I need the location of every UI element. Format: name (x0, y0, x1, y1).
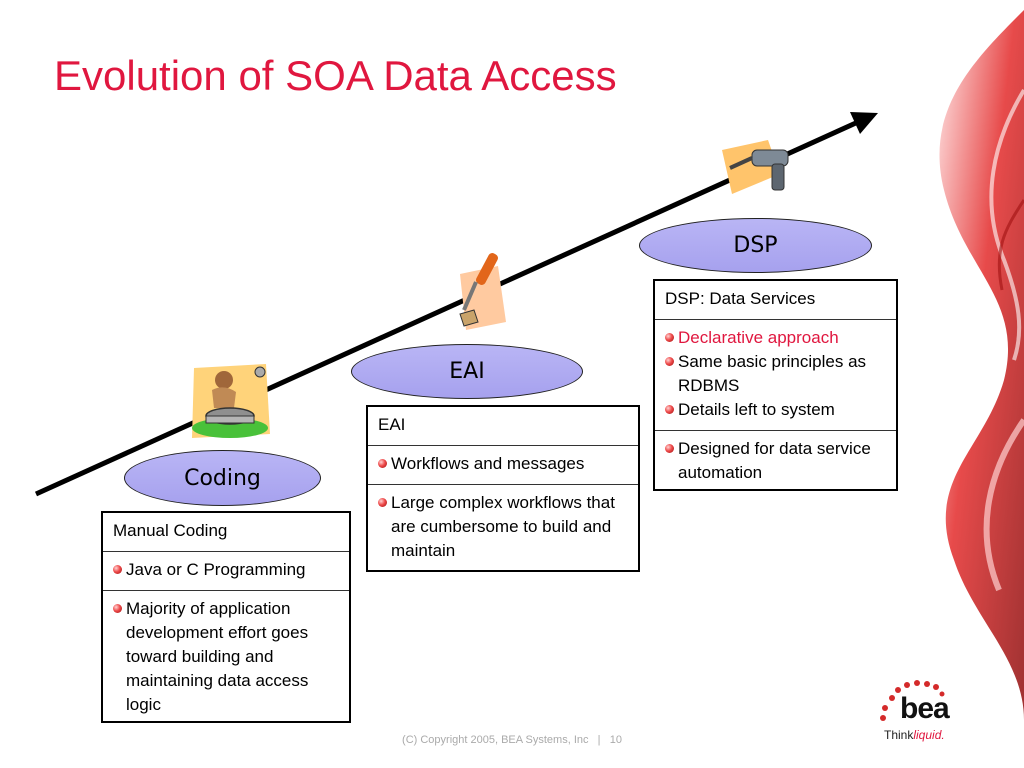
bullet-icon (665, 357, 674, 366)
coding-box: Manual Coding Java or C Programming Majo… (101, 511, 351, 723)
eai-item-text: Workflows and messages (391, 454, 585, 473)
dsp-item-group: Declarative approach Same basic principl… (655, 320, 896, 431)
dsp-item-text: Same basic principles as RDBMS (678, 352, 867, 395)
footer: (C) Copyright 2005, BEA Systems, Inc | 1… (0, 734, 1024, 746)
coding-ellipse: Coding (124, 450, 321, 506)
bullet-icon (113, 604, 122, 613)
dsp-label: DSP (733, 233, 778, 258)
bea-wordmark: bea (900, 692, 950, 725)
screwdriver-clipart (459, 253, 506, 330)
page-number: 10 (609, 734, 622, 746)
eai-box: EAI Workflows and messages Large complex… (366, 405, 640, 572)
dsp-item-text: Designed for data service automation (678, 439, 871, 482)
eai-box-title: EAI (368, 407, 638, 446)
bea-dots-logo (880, 680, 945, 721)
stone-wheel-caveman-clipart (192, 364, 270, 438)
eai-item: Large complex workflows that are cumbers… (368, 485, 638, 571)
eai-ellipse: EAI (351, 344, 583, 399)
bullet-icon (665, 333, 674, 342)
eai-label: EAI (449, 359, 485, 384)
coding-item-text: Majority of application development effo… (126, 599, 309, 714)
coding-item: Majority of application development effo… (103, 591, 349, 725)
bea-logo: bea Thinkliquid. (876, 680, 996, 750)
coding-item-text: Java or C Programming (126, 560, 306, 579)
bea-tagline: Thinkliquid. (884, 728, 945, 742)
bullet-icon (665, 405, 674, 414)
footer-copyright: (C) Copyright 2005, BEA Systems, Inc (402, 734, 589, 746)
dsp-box-title: DSP: Data Services (655, 281, 896, 320)
red-ribbon-decoration (939, 10, 1024, 720)
dsp-item-group: Designed for data service automation (655, 431, 896, 493)
bullet-icon (378, 459, 387, 468)
power-drill-clipart (722, 140, 789, 194)
coding-item: Java or C Programming (103, 552, 349, 591)
dsp-item-text: Details left to system (678, 400, 835, 419)
bullet-icon (665, 444, 674, 453)
bullet-icon (113, 565, 122, 574)
coding-label: Coding (184, 465, 261, 491)
footer-separator: | (597, 734, 601, 746)
eai-item: Workflows and messages (368, 446, 638, 485)
coding-box-title: Manual Coding (103, 513, 349, 552)
slide-title: Evolution of SOA Data Access (54, 52, 617, 99)
bullet-icon (378, 498, 387, 507)
dsp-box: DSP: Data Services Declarative approach … (653, 279, 898, 491)
tagline-liquid: liquid. (913, 728, 945, 742)
dsp-ellipse: DSP (639, 218, 872, 273)
tagline-think: Think (884, 728, 914, 742)
dsp-item-text: Declarative approach (678, 328, 839, 347)
eai-item-text: Large complex workflows that are cumbers… (391, 493, 615, 560)
